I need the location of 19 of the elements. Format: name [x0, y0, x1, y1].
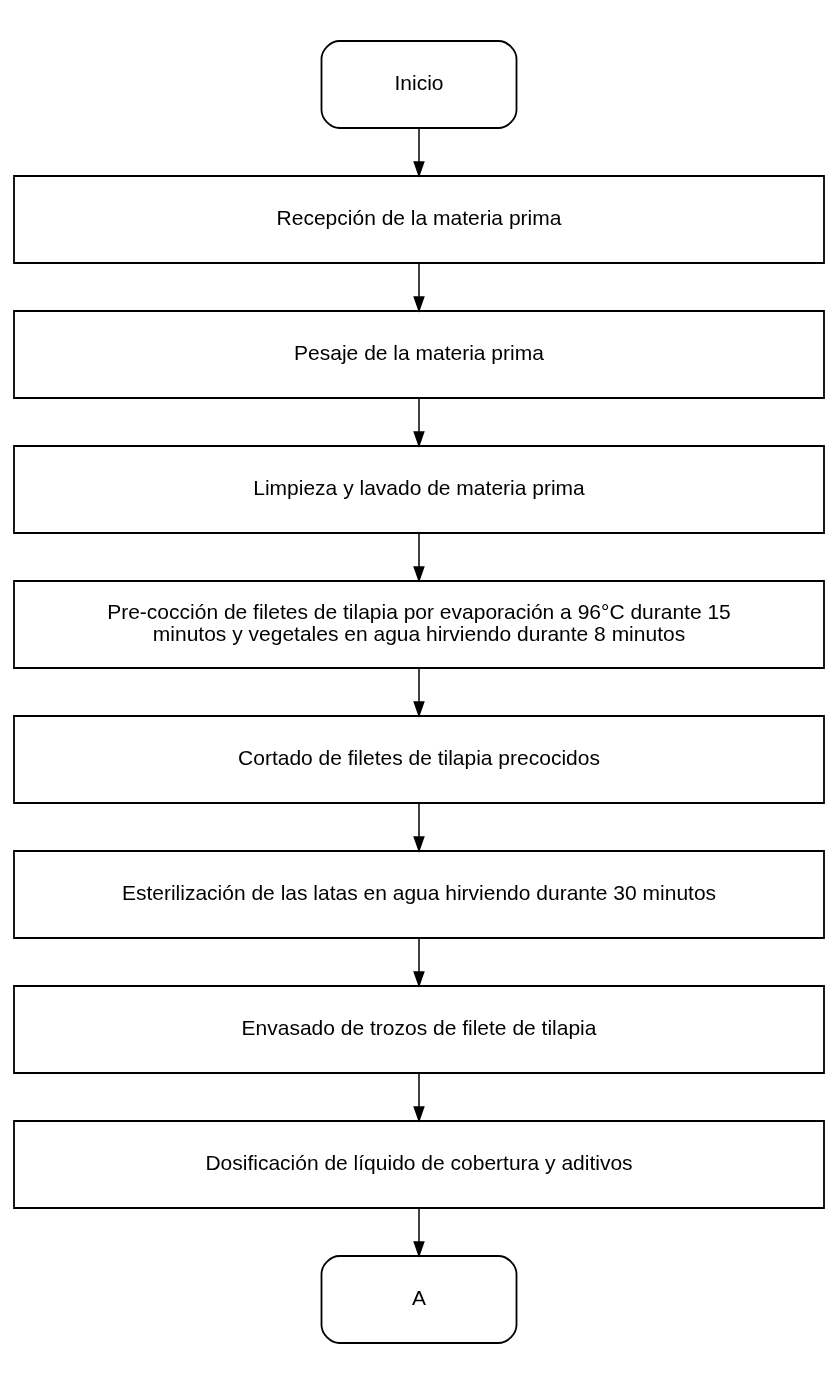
- node-box: Dosificación de líquido de cobertura y aditivos: [13, 1120, 825, 1209]
- arrow: [413, 1072, 425, 1123]
- arrow: [413, 127, 425, 178]
- node-box: Envasado de trozos de filete de tilapia: [13, 985, 825, 1074]
- node-box: A: [320, 1255, 518, 1344]
- node-box: Limpieza y lavado de materia prima: [13, 445, 825, 534]
- arrow: [413, 397, 425, 448]
- arrow: [413, 667, 425, 718]
- arrow: [413, 802, 425, 853]
- node-box: Pre-cocción de filetes de tilapia por evaporación a 96°C durante 15 minutos y vegetales en agua hirviendo durante 8 minutos: [13, 580, 825, 669]
- arrow: [413, 262, 425, 313]
- arrow: [413, 532, 425, 583]
- arrow: [413, 1207, 425, 1258]
- node-box: Pesaje de la materia prima: [13, 310, 825, 399]
- arrow: [413, 937, 425, 988]
- node-box: Esterilización de las latas en agua hirviendo durante 30 minutos: [13, 850, 825, 939]
- node-box: Inicio: [320, 40, 518, 129]
- node-box: Recepción de la materia prima: [13, 175, 825, 264]
- node-box: Cortado de filetes de tilapia precocidos: [13, 715, 825, 804]
